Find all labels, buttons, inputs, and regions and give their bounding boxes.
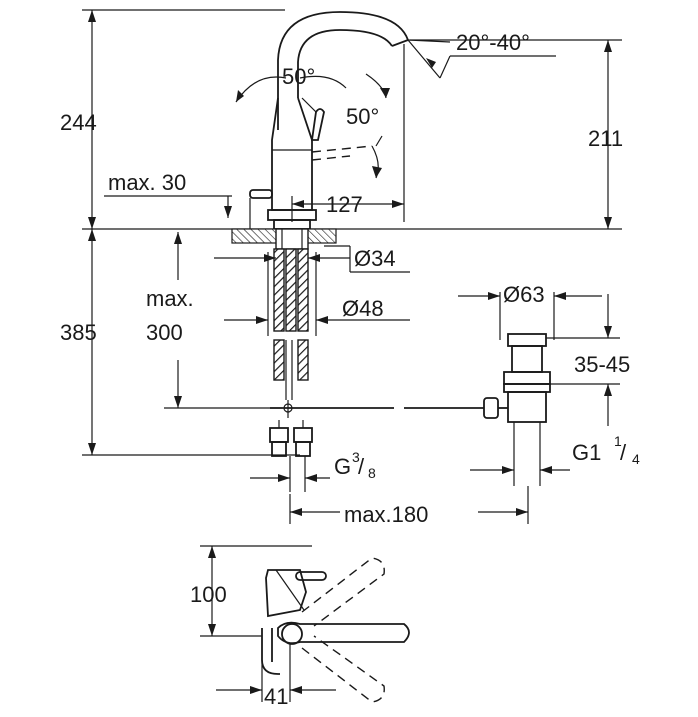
label-211: 211 — [588, 126, 623, 151]
dimension-35-45 — [546, 294, 620, 426]
svg-text:1: 1 — [614, 433, 622, 449]
dimension-max30 — [104, 195, 251, 229]
label-385: 385 — [60, 320, 97, 345]
dimension-max180 — [289, 486, 529, 524]
dimension-g38 — [250, 474, 330, 482]
label-d48: Ø48 — [342, 296, 384, 321]
svg-text:/: / — [620, 440, 627, 465]
svg-text:4: 4 — [632, 451, 640, 467]
angle-valves — [269, 420, 313, 492]
dimension-d34 — [214, 245, 410, 273]
dimension-max300 — [164, 232, 282, 409]
svg-text:G1: G1 — [572, 440, 601, 465]
svg-text:3: 3 — [352, 449, 360, 465]
dimension-g114 — [470, 466, 570, 474]
label-max300-b: 300 — [146, 320, 183, 345]
supply-hoses — [273, 248, 309, 400]
top-view — [200, 545, 410, 703]
dimension-211 — [410, 39, 622, 229]
label-35-45: 35-45 — [574, 352, 630, 377]
label-d34: Ø34 — [354, 246, 396, 271]
dimension-d48 — [224, 252, 410, 336]
label-20-40: 20°-40° — [456, 30, 530, 55]
label-41: 41 — [264, 684, 288, 709]
label-spout-50: 50° — [282, 64, 315, 89]
dimension-244 — [88, 10, 96, 229]
dimension-d63 — [458, 292, 602, 340]
spout-angle-leader — [407, 39, 556, 79]
label-g114: G1 1 / 4 — [572, 433, 640, 467]
label-127: 127 — [326, 192, 363, 217]
label-100: 100 — [190, 582, 227, 607]
svg-text:8: 8 — [368, 465, 376, 481]
spout-rotation-arc — [235, 73, 390, 103]
popup-rod — [270, 400, 484, 418]
dimension-127 — [291, 44, 405, 222]
label-lever-50: 50° — [346, 104, 379, 129]
label-244: 244 — [60, 110, 97, 135]
dimension-385 — [88, 229, 96, 455]
svg-text:G: G — [334, 454, 351, 479]
label-max300-a: max. — [146, 286, 194, 311]
countertop-section — [231, 228, 337, 250]
label-max30: max. 30 — [108, 170, 186, 195]
label-max180: max.180 — [344, 502, 428, 527]
svg-text:/: / — [358, 454, 365, 479]
label-g38: G 3 / 8 — [334, 449, 376, 481]
lever-swing-lines — [311, 145, 373, 161]
waste-valve — [483, 333, 551, 486]
label-d63: Ø63 — [503, 282, 545, 307]
lever-rotation-arc — [371, 135, 383, 179]
